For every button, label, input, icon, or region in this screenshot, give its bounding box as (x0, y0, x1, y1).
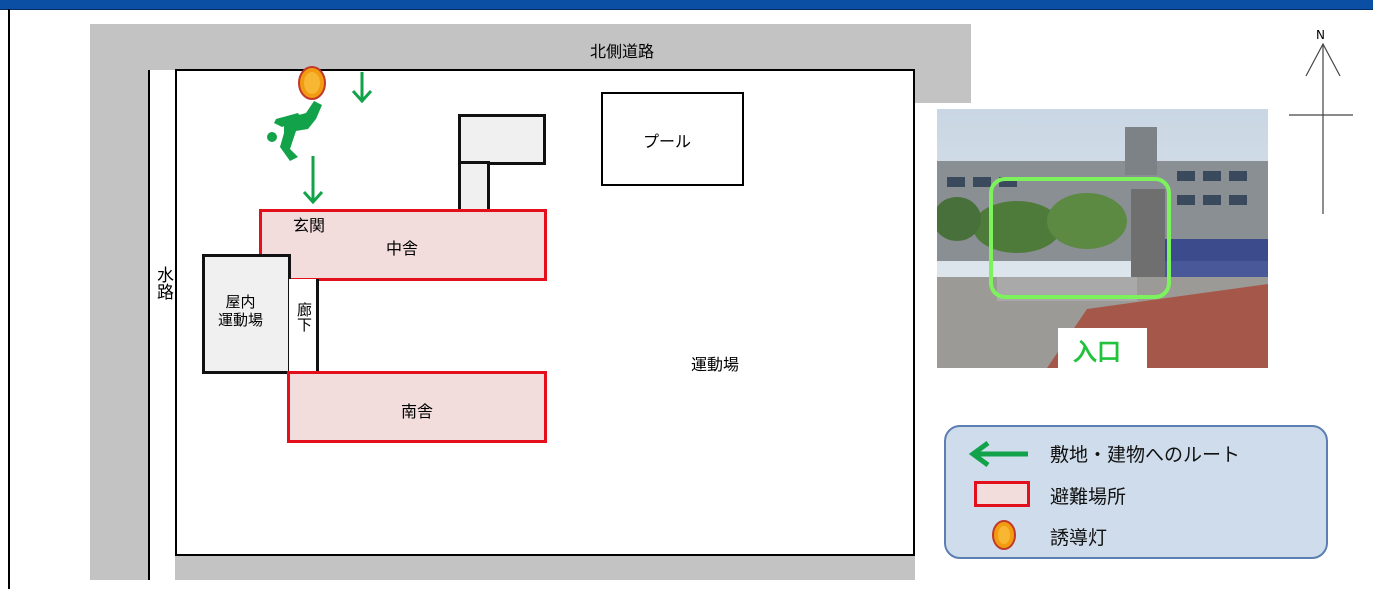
legend-guide-light-label: 誘導灯 (1050, 527, 1108, 549)
corridor-label: 廊下 (295, 302, 313, 332)
playground-label: 運動場 (691, 355, 740, 374)
annex-connector (458, 161, 490, 213)
middle-building (259, 209, 547, 281)
running-person-icon (267, 101, 322, 161)
pool (601, 92, 744, 186)
indoor-gym-label: 屋内 運動場 (218, 293, 264, 329)
pool-label: プール (643, 132, 692, 151)
route-arrow-icon (302, 156, 324, 205)
legend-shelter-icon (974, 481, 1030, 507)
legend-route-icon (968, 441, 1028, 467)
south-building-label: 南舎 (401, 402, 434, 421)
north-fence-right (402, 69, 915, 71)
compass-icon (1289, 42, 1353, 214)
entrance-photo: 入口 (937, 109, 1268, 368)
entrance-label: 玄関 (293, 216, 326, 235)
frame-left-line (8, 9, 10, 589)
photo-label-box (1058, 328, 1147, 368)
corridor (289, 279, 319, 374)
indoor-gym (202, 254, 291, 374)
guide-light-icon (298, 66, 326, 100)
legend-shelter-label: 避難場所 (1050, 486, 1127, 508)
waterway-label: 水路 (153, 266, 173, 300)
middle-building-label: 中舎 (386, 239, 419, 258)
legend-guide-light-icon (992, 520, 1016, 550)
north-fence-left (175, 69, 402, 71)
page-bottom (90, 580, 971, 589)
waterway (148, 70, 175, 580)
north-label: N (1316, 28, 1325, 42)
legend-route-label: 敷地・建物へのルート (1050, 444, 1241, 466)
south-building (287, 371, 547, 443)
annex-building (458, 114, 546, 165)
legend: 敷地・建物へのルート 避難場所 誘導灯 (944, 425, 1328, 559)
route-arrow-icon (351, 72, 373, 104)
header-bar (0, 0, 1373, 10)
photo-entrance-label: 入口 (1073, 338, 1121, 366)
north-road-label: 北側道路 (590, 42, 655, 61)
